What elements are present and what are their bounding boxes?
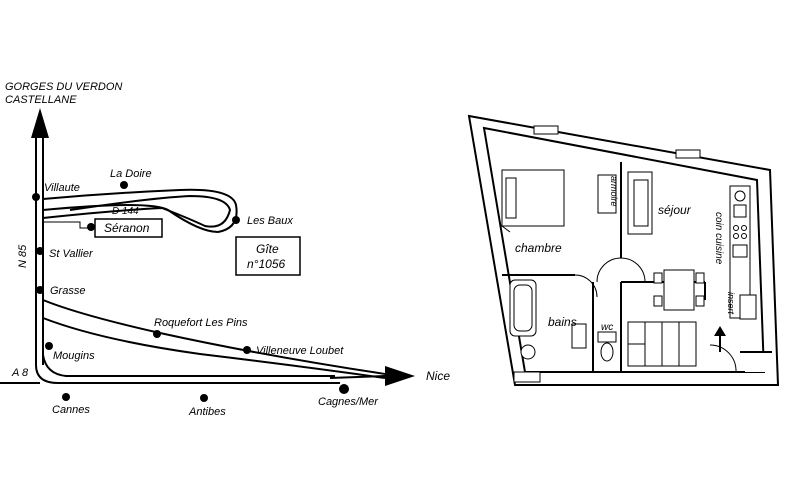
door-swing-entry [709, 344, 737, 373]
town-dot-les-baux [232, 216, 240, 224]
gite-label-line2: n°1056 [247, 257, 285, 271]
town-label-roquefort: Roquefort Les Pins [154, 317, 248, 329]
town-dot-mougins [45, 342, 53, 350]
window-1 [533, 125, 559, 135]
town-label-st-vallier: St Vallier [49, 248, 94, 260]
floor-plan: chambre armoire séjour coin cuisine bain… [467, 114, 780, 386]
town-dot-roquefort [153, 330, 161, 338]
bed-pillow [505, 177, 517, 219]
town-label-cagnes: Cagnes/Mer [318, 396, 379, 408]
room-label-chambre: chambre [515, 241, 562, 255]
label-coin-cuisine: coin cuisine [713, 212, 724, 265]
town-label-villaute: Villaute [44, 182, 80, 194]
town-label-grasse: Grasse [50, 285, 85, 297]
road-map: GORGES DU VERDON CASTELLANE N 85 A 8 D 1… [0, 81, 450, 418]
room-label-bains: bains [548, 315, 577, 329]
sink-icon [734, 190, 746, 202]
town-label-la-doire: La Doire [110, 168, 152, 180]
nice-arrow-icon [385, 366, 415, 386]
town-label-mougins: Mougins [53, 350, 95, 362]
door-swing-sejour [620, 257, 646, 283]
gite-label-line1: Gîte [256, 242, 279, 256]
hob-icon [733, 225, 739, 231]
room-label-sejour: séjour [658, 203, 692, 217]
town-dot-seranon [87, 223, 95, 231]
label-armoire: armoire [609, 176, 619, 207]
chair [653, 295, 663, 307]
town-dot-cannes [62, 393, 70, 401]
north-arrow-icon [31, 108, 49, 138]
town-dot-antibes [200, 394, 208, 402]
chair [695, 272, 705, 284]
town-dot-cagnes [339, 384, 349, 394]
door-swing-bains [574, 274, 598, 298]
nice-label: Nice [426, 369, 450, 383]
town-label-les-baux: Les Baux [247, 215, 293, 227]
gite-box [235, 236, 301, 276]
bathroom-cabinet [571, 323, 587, 349]
town-label-seranon: Séranon [104, 221, 150, 235]
toilet [600, 342, 614, 362]
dining-table [663, 269, 695, 311]
insert-fireplace [739, 294, 757, 320]
road-label-a8: A 8 [11, 367, 29, 379]
room-label-wc: wc [601, 322, 613, 333]
town-dot-villeneuve [243, 346, 251, 354]
armoire-cabinet [597, 174, 617, 214]
town-label-cannes: Cannes [52, 404, 90, 416]
seranon-box [94, 218, 163, 238]
road-label-n85: N 85 [17, 244, 29, 268]
town-label-villeneuve: Villeneuve Loubet [256, 345, 344, 357]
chair [695, 295, 705, 307]
label-insert: insert [726, 292, 736, 315]
town-dot-grasse [36, 286, 44, 294]
washbasin [520, 344, 536, 360]
town-dot-st-vallier [36, 247, 44, 255]
north-label-castellane: CASTELLANE [5, 94, 77, 106]
town-label-antibes: Antibes [188, 406, 226, 418]
door-swing-chambre [596, 257, 622, 283]
window-2 [675, 149, 701, 159]
road-label-d144: D 144 [112, 206, 139, 217]
north-label-gorges: GORGES DU VERDON [5, 81, 122, 93]
town-dot-la-doire [120, 181, 128, 189]
entrance-arrow-icon [714, 326, 726, 336]
town-dot-villaute [32, 193, 40, 201]
chair [653, 272, 663, 284]
window-3 [513, 371, 541, 383]
